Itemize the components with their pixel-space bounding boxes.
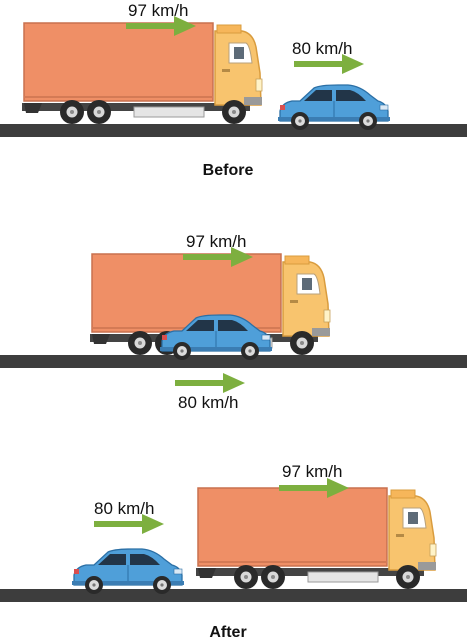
- truck-speed-label-1: 97 km/h: [128, 1, 188, 20]
- truck-speed-label-2: 97 km/h: [186, 232, 246, 251]
- car-speed-label-3: 80 km/h: [94, 499, 154, 518]
- road-2: [0, 355, 467, 368]
- car-speed-label-1: 80 km/h: [292, 39, 352, 58]
- truck-speed-label-3: 97 km/h: [282, 462, 342, 481]
- road-3: [0, 589, 467, 602]
- caption-before: Before: [203, 162, 254, 179]
- panel-before: 97 km/h 80 km/h Before: [0, 1, 467, 179]
- car-arrow-2: [175, 373, 245, 393]
- car-1: [277, 84, 391, 131]
- car-3: [71, 548, 185, 595]
- road-1: [0, 124, 467, 137]
- panel-collision: 97 km/h 80 km/h: [0, 232, 467, 412]
- truck-3: [195, 487, 437, 590]
- car-speed-label-2: 80 km/h: [178, 393, 238, 412]
- truck-1: [21, 22, 263, 125]
- caption-after: After: [209, 624, 246, 641]
- panel-after: 97 km/h 80 km/h After: [0, 462, 467, 641]
